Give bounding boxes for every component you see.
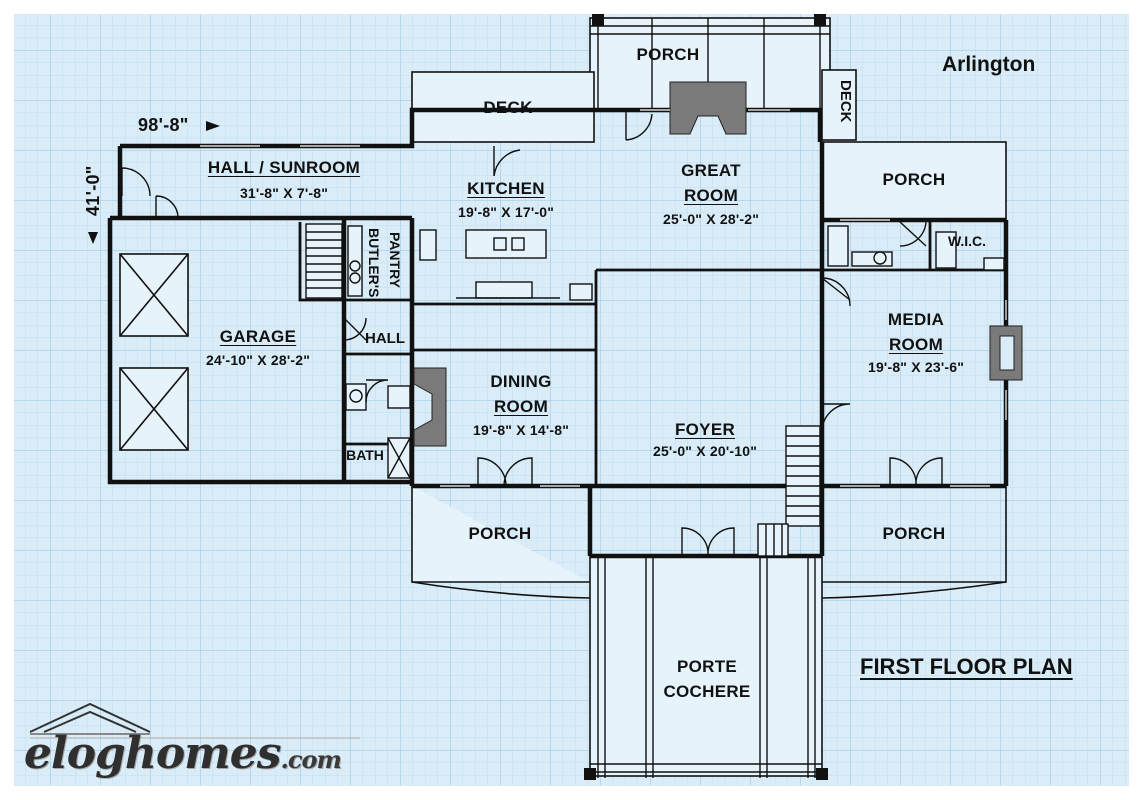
room-hall-sunroom-name: HALL / SUNROOM	[207, 158, 361, 177]
door-kitchen-deck	[493, 146, 521, 177]
room-dining-name-2: ROOM	[493, 397, 549, 416]
plan-title: FIRST FLOOR PLAN	[860, 654, 1073, 679]
room-garage-dim: 24'-10" X 28'-2"	[205, 352, 311, 368]
interior-walls	[298, 220, 1006, 486]
room-deck-top: DECK	[483, 98, 533, 117]
deck-right-outline	[821, 69, 857, 141]
door-media-porch	[889, 457, 943, 487]
porte-cochere-beams	[590, 556, 822, 778]
door-bath	[365, 379, 389, 403]
porte-cochere-outline	[589, 555, 823, 777]
room-kitchen-dim: 19'-8" X 17'-0"	[457, 204, 555, 220]
room-porch-right-bottom: PORCH	[882, 524, 946, 543]
door-front	[681, 527, 735, 557]
door-media-foyer	[821, 403, 851, 431]
room-porch-top: PORCH	[636, 45, 700, 64]
overall-width: 98'-8"	[138, 115, 189, 135]
logo-main: eloghomes	[24, 728, 281, 779]
door-great-room-porch	[625, 112, 653, 141]
door-sunroom-left	[121, 167, 151, 197]
logo-house	[29, 702, 360, 739]
room-porte-cochere-1: PORTE	[676, 657, 738, 676]
room-butlers-pantry-2: PANTRY	[387, 232, 403, 288]
room-foyer-name: FOYER	[674, 420, 736, 439]
windows	[200, 109, 1007, 487]
fireplace-dining-room	[413, 367, 447, 447]
door-wic	[899, 221, 927, 247]
door-hall	[343, 317, 367, 341]
room-porch-right-top: PORCH	[882, 170, 946, 189]
garage-doors	[108, 248, 189, 456]
plan-name: Arlington	[942, 53, 1036, 76]
room-porte-cochere-2: COCHERE	[663, 682, 751, 701]
room-dining-dim: 19'-8" X 14'-8"	[472, 422, 570, 438]
room-great-room-dim: 25'-0" X 28'-2"	[662, 211, 760, 227]
room-porch-left-bottom: PORCH	[468, 524, 532, 543]
door-dining-porch	[477, 457, 533, 487]
room-great-room-name-1: GREAT	[681, 161, 741, 180]
room-wic: W.I.C.	[947, 233, 987, 249]
room-dining-name-1: DINING	[490, 372, 552, 391]
doors	[121, 112, 943, 557]
room-bath: BATH	[346, 447, 384, 463]
room-media-name-2: ROOM	[888, 335, 944, 354]
porch-top-posts	[592, 14, 826, 26]
garage-stairs	[305, 223, 343, 299]
room-hall: HALL	[365, 330, 405, 347]
room-hall-sunroom-dim: 31'-8" X 7'-8"	[239, 185, 329, 201]
dimension-arrows	[88, 121, 220, 244]
room-garage-name: GARAGE	[219, 327, 297, 346]
room-butlers-pantry-1: BUTLER'S	[366, 228, 382, 298]
logo-text: eloghomes.com	[24, 732, 342, 776]
kitchen-fixtures	[419, 229, 593, 301]
room-media-dim: 19'-8" X 23'-6"	[867, 359, 965, 375]
room-media-name-1: MEDIA	[887, 310, 945, 329]
deck-top-outline	[411, 71, 595, 143]
porch-left-curve	[411, 581, 591, 599]
room-great-room-name-2: ROOM	[683, 186, 739, 205]
door-sunroom-garage	[155, 195, 179, 219]
door-great-room-media	[821, 277, 851, 307]
room-foyer-dim: 25'-0" X 20'-10"	[652, 443, 758, 459]
logo-suffix: .com	[280, 745, 341, 774]
porte-cochere-posts	[584, 768, 828, 780]
room-kitchen-name: KITCHEN	[467, 179, 545, 198]
foyer-stairs	[757, 425, 821, 557]
fireplace-media-room	[989, 325, 1023, 381]
bath-fixtures	[345, 225, 1005, 479]
room-deck-right: DECK	[837, 80, 854, 123]
overall-depth: 41'-0"	[83, 165, 103, 216]
fireplace-great-room	[669, 81, 747, 135]
porch-right-curve	[821, 581, 1007, 599]
